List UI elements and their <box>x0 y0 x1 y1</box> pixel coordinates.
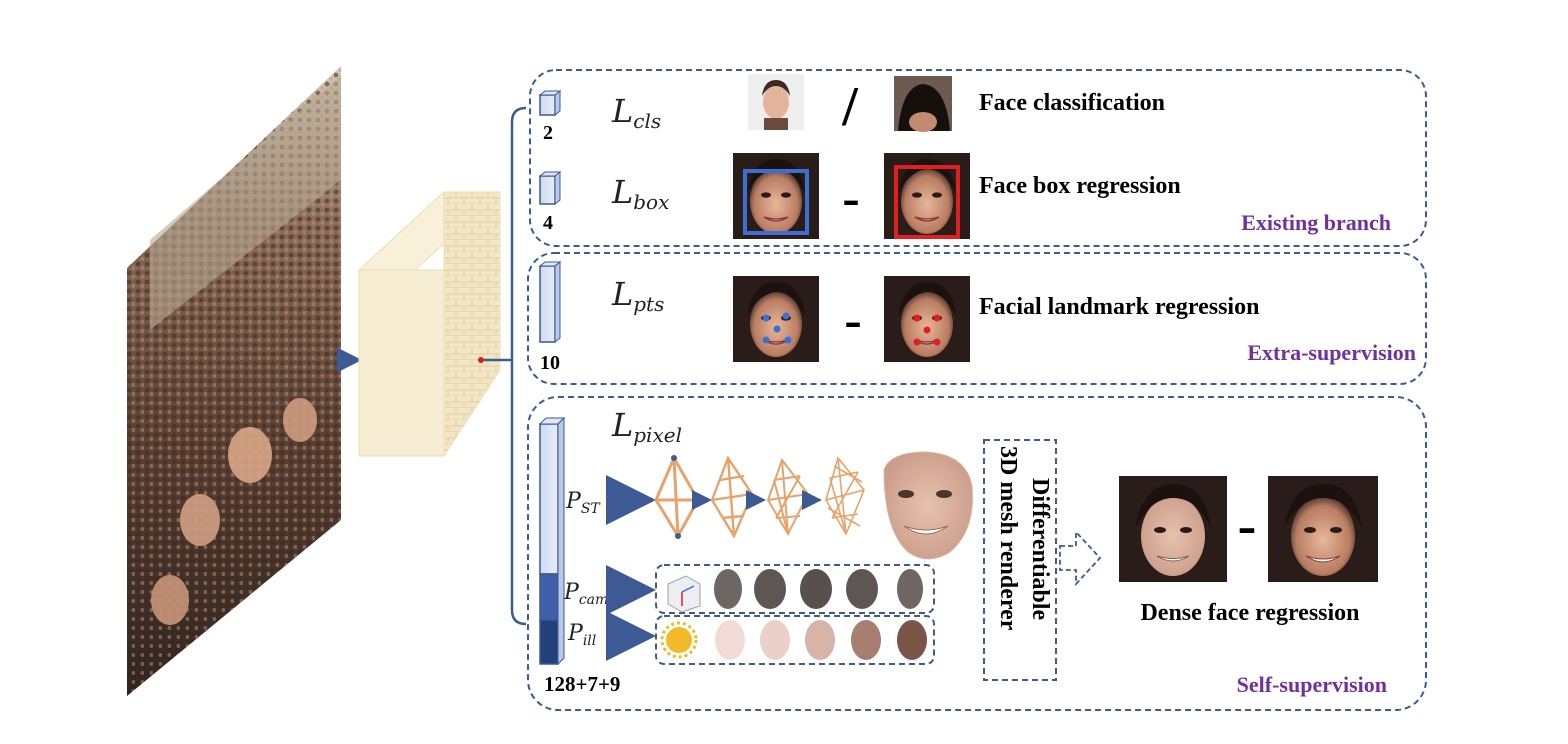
mesh-stage-3 <box>766 457 810 537</box>
gray-head-4 <box>846 569 878 609</box>
branch-bracket <box>484 106 527 626</box>
renderer-label-line-2: 3D mesh renderer <box>995 446 1021 631</box>
lit-face-4 <box>851 620 881 660</box>
shape-texture-param-symbol: PST <box>565 489 601 517</box>
real-face-result <box>1268 476 1378 582</box>
camera-param-symbol: Pcam <box>563 580 608 608</box>
positive-face-thumbnail <box>748 74 804 130</box>
pts-dim-label: 10 <box>540 352 560 374</box>
extra-supervision-tag: Extra-supervision <box>1247 340 1416 365</box>
mesh-stage-2 <box>710 455 754 539</box>
gray-head-3 <box>800 569 832 609</box>
self-supervision-panel: Self-supervision 128+7+9 Lpixel PST <box>527 396 1427 711</box>
box-dim-bar <box>538 170 562 206</box>
existing-branch-panel: Existing branch 2 Lcls / Face classifica… <box>529 69 1427 247</box>
camera-axes-icon <box>667 575 701 613</box>
illumination-strip <box>655 615 935 665</box>
renderer-output-arrow <box>1059 529 1102 587</box>
camera-pose-strip <box>655 564 935 614</box>
cls-dim-bar <box>538 89 562 117</box>
pts-loss-symbol: Lpts <box>611 275 664 316</box>
cls-label: Face classification <box>979 90 1165 116</box>
renderer-label-line-1: Differentiable <box>1027 478 1053 621</box>
pixel-dim-bar <box>538 416 566 666</box>
pts-dim-bar <box>538 260 562 344</box>
mesh-stage-1 <box>654 454 700 539</box>
cls-operator: / <box>841 76 859 138</box>
lit-face-5 <box>897 620 927 660</box>
existing-branch-tag: Existing branch <box>1241 210 1391 235</box>
sun-icon <box>660 621 698 659</box>
lit-face-1 <box>715 620 745 660</box>
gray-head-5 <box>897 569 923 609</box>
box-dim-label: 4 <box>543 212 553 234</box>
negative-hair-thumbnail <box>894 76 952 132</box>
rendered-face-result <box>1119 476 1227 582</box>
rendered-face-mesh <box>883 451 974 560</box>
gray-head-1 <box>714 569 742 609</box>
feature-map-block <box>357 191 502 458</box>
pts-label: Facial landmark regression <box>979 294 1259 320</box>
cls-dim-label: 2 <box>543 122 553 144</box>
mesh-refinement-stages <box>654 454 865 539</box>
predicted-box-face <box>732 152 820 240</box>
input-crowd-image <box>127 66 341 696</box>
box-label: Face box regression <box>979 173 1181 199</box>
self-supervision-tag: Self-supervision <box>1237 672 1387 697</box>
mesh-stage-4 <box>825 456 865 536</box>
box-operator: - <box>842 170 859 227</box>
dense-operator: - <box>1238 495 1257 557</box>
ground-truth-landmarks-face <box>883 275 971 363</box>
pts-operator: - <box>844 292 861 349</box>
box-loss-symbol: Lbox <box>611 173 669 214</box>
ground-truth-box-face <box>883 152 971 240</box>
lit-face-3 <box>805 620 835 660</box>
gray-head-2 <box>754 569 786 609</box>
predicted-landmarks-face <box>732 275 820 363</box>
cls-loss-symbol: Lcls <box>611 92 661 133</box>
anchor-point <box>478 357 484 363</box>
extra-supervision-panel: Extra-supervision 10 Lpts - Facial landm… <box>527 252 1427 385</box>
dense-label: Dense face regression <box>1140 600 1359 626</box>
lit-face-2 <box>760 620 790 660</box>
pixel-dim-label: 128+7+9 <box>544 672 620 696</box>
mesh-renderer-box: Differentiable 3D mesh renderer <box>983 439 1057 681</box>
pixel-loss-symbol: Lpixel <box>611 406 682 447</box>
illumination-param-symbol: Pill <box>567 621 596 649</box>
